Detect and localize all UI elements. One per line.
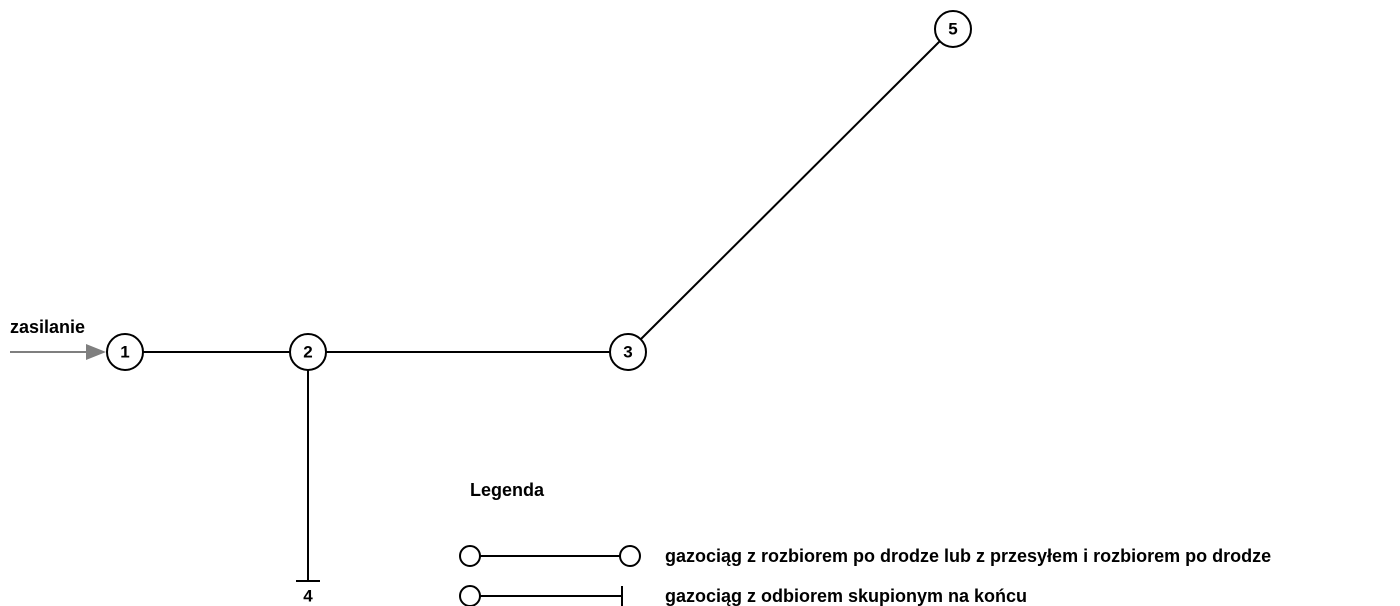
feed-arrow bbox=[10, 344, 106, 360]
node-4-label: 4 bbox=[303, 587, 313, 606]
node-3: 3 bbox=[609, 333, 647, 371]
edge-3-5 bbox=[640, 40, 941, 340]
node-2-label: 2 bbox=[303, 343, 312, 362]
node-5: 5 bbox=[934, 10, 972, 48]
node-5-label: 5 bbox=[948, 20, 957, 39]
legend-symbol-circle-to-bar bbox=[459, 585, 623, 606]
legend-symbol-circle-to-circle bbox=[459, 545, 641, 567]
node-1: 1 bbox=[106, 333, 144, 371]
legend-item-1-text: gazociąg z rozbiorem po drodze lub z prz… bbox=[665, 546, 1271, 566]
legend-item-2-text: gazociąg z odbiorem skupionym na końcu bbox=[665, 586, 1027, 606]
feed-label: zasilanie bbox=[10, 317, 85, 337]
node-2: 2 bbox=[289, 333, 327, 371]
node-1-label: 1 bbox=[120, 343, 129, 362]
node-3-label: 3 bbox=[623, 343, 632, 362]
legend-title: Legenda bbox=[470, 480, 545, 500]
